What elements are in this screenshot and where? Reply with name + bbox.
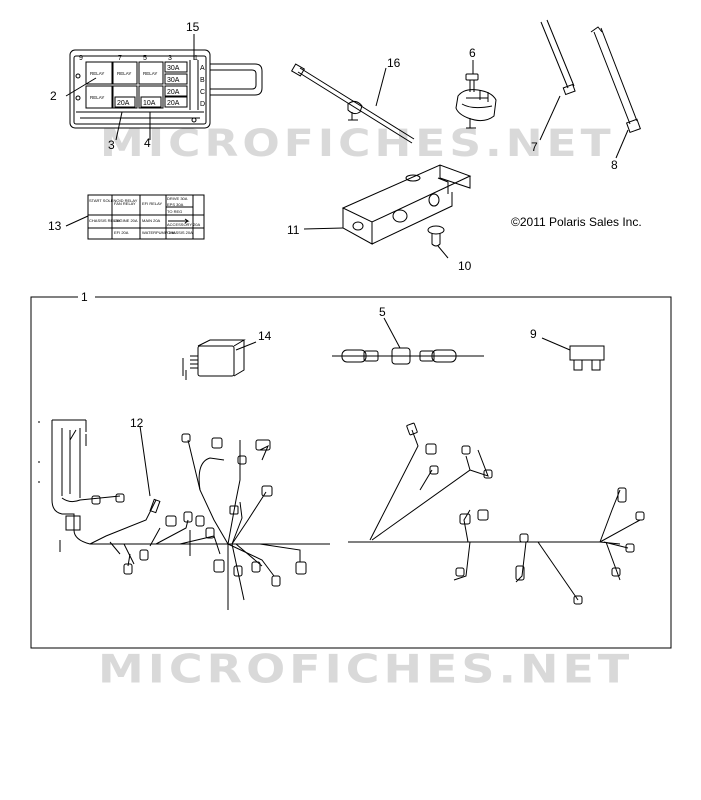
cable-tie-short: [540, 19, 576, 96]
fuse-box-pin-9: 9: [79, 55, 83, 62]
callout-4: 4: [144, 136, 151, 150]
wiring-harness-left: [38, 419, 330, 610]
relay-label: RELAY: [143, 71, 157, 76]
callout-16: 16: [387, 56, 401, 70]
fuse-box-row-d: D: [200, 101, 205, 108]
fuse-box: [69, 49, 263, 129]
fuse-box-row-c: C: [200, 89, 205, 96]
blade-fuse: [569, 345, 605, 371]
fuse-label-cell: ENGINE 20A: [114, 218, 138, 223]
relay: [182, 339, 246, 380]
watermark-top: MICROFICHES.NET: [100, 121, 615, 166]
fuse-label-cell: CHASSIS 20A: [167, 230, 193, 235]
fuse-label-cell: WATERPUMP 10A: [142, 230, 176, 235]
assembly-frame: [30, 296, 672, 649]
fuse-rating: 30A: [167, 77, 180, 84]
copyright-notice: ©2011 Polaris Sales Inc.: [511, 215, 642, 229]
callout-15: 15: [186, 20, 200, 34]
fuse-label-cell: ACCESSORY 20A: [167, 222, 201, 227]
fuse-box-row-a: A: [200, 65, 205, 72]
callout-12: 12: [130, 416, 144, 430]
callout-11: 11: [287, 223, 300, 237]
push-rivet: [427, 225, 445, 247]
cable-tie-mount: [290, 63, 415, 144]
fuse-label-cell: START SOLENOID RELAY: [89, 198, 138, 203]
wiring-harness-right: [348, 422, 645, 605]
mounting-bracket: [341, 164, 472, 245]
fuse-rating: 30A: [167, 65, 180, 72]
fuse-label-cell: CHASSIS RELAY: [89, 218, 121, 223]
callout-5: 5: [379, 305, 386, 319]
fuse-label-cell: EPS 30A: [167, 202, 184, 207]
fuse-label-cell: EFI RELAY: [142, 201, 162, 206]
callout-7: 7: [531, 140, 538, 154]
callout-9: 9: [530, 327, 537, 341]
fuse-box-pin-5: 5: [143, 55, 147, 62]
callout-10: 10: [458, 259, 472, 273]
fuse-rating: 20A: [167, 100, 180, 107]
callout-14: 14: [258, 329, 272, 343]
inline-fuse-holder: [332, 347, 484, 365]
fuse-label-cell: MAIN 20A: [142, 218, 161, 223]
fuse-box-pin-3: 3: [168, 55, 172, 62]
fuse-label-cell: TO REG: [167, 209, 182, 214]
relay-label: RELAY: [117, 71, 131, 76]
fuse-box-pin-1: 1: [194, 55, 198, 62]
callout-8: 8: [611, 158, 618, 172]
callout-6: 6: [469, 46, 476, 60]
callout-3: 3: [108, 138, 115, 152]
cable-tie-long: [590, 26, 641, 134]
fuse-rating: 20A: [117, 100, 130, 107]
fuse-box-row-b: B: [200, 77, 205, 84]
push-mount-clip: [455, 73, 497, 129]
fuse-rating: 20A: [167, 89, 180, 96]
fuse-label-card: [87, 194, 205, 240]
fuse-box-pin-7: 7: [118, 55, 122, 62]
watermark-bottom: MICROFICHES.NET: [98, 646, 634, 692]
callout-2: 2: [50, 89, 57, 103]
relay-label: RELAY: [90, 95, 104, 100]
callout-13: 13: [48, 219, 62, 233]
relay-label: RELAY: [90, 71, 104, 76]
fuse-label-cell: EFI 20A: [114, 230, 129, 235]
callout-1: 1: [81, 290, 88, 304]
fuse-rating: 10A: [143, 100, 156, 107]
fuse-label-cell: FAN RELAY: [114, 201, 136, 206]
fuse-label-cell: DRIVE 30A: [167, 196, 188, 201]
